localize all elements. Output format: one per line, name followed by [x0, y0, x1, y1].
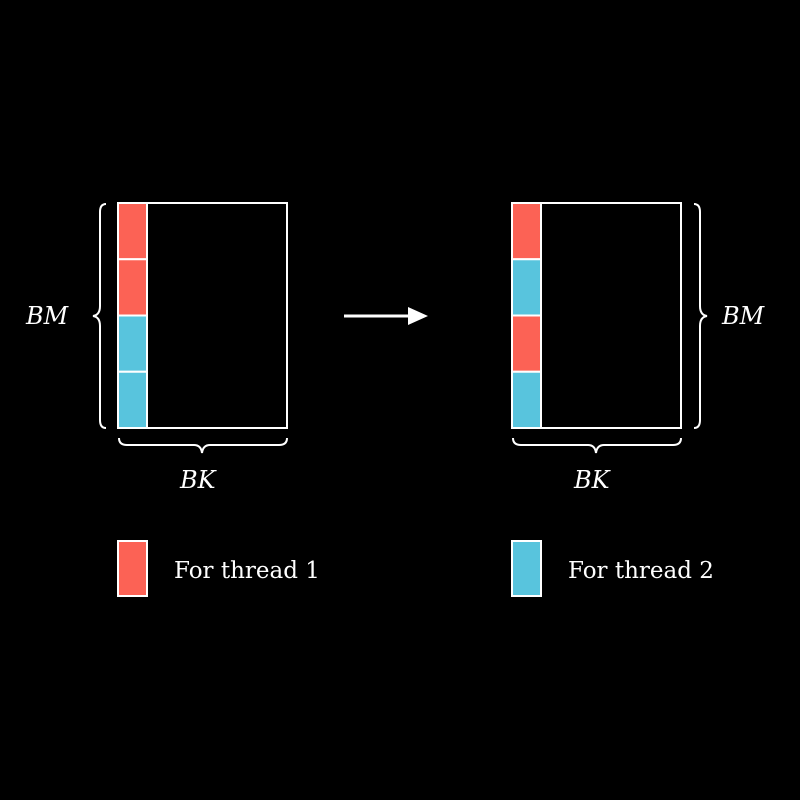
right-cell-thread2: [511, 258, 542, 317]
left-cell-thread1: [117, 258, 148, 317]
left-row-label: BM: [25, 302, 70, 330]
right-row-label: BM: [721, 302, 766, 330]
legend: For thread 1 For thread 2: [117, 540, 714, 597]
right-cell-thread1: [511, 202, 542, 261]
right-col-brace: [512, 437, 682, 454]
left-cell-thread2: [117, 314, 148, 373]
transform-arrow: [344, 307, 428, 325]
left-block: BM BK: [25, 202, 288, 494]
right-block: BM BK: [511, 202, 766, 494]
legend-label-thread-2: For thread 2: [568, 558, 714, 584]
legend-swatch-thread-2: [511, 540, 542, 597]
left-cell-thread2: [117, 370, 148, 429]
right-cell-thread1: [511, 314, 542, 373]
left-col-brace: [118, 437, 288, 454]
right-row-brace: [693, 203, 708, 429]
legend-label-thread-1: For thread 1: [174, 558, 320, 584]
left-col-label: BK: [179, 466, 218, 494]
left-cell-thread1: [117, 202, 148, 261]
legend-swatch-thread-1: [117, 540, 148, 597]
right-col-label: BK: [573, 466, 612, 494]
left-row-brace: [92, 203, 107, 429]
right-cell-thread2: [511, 370, 542, 429]
